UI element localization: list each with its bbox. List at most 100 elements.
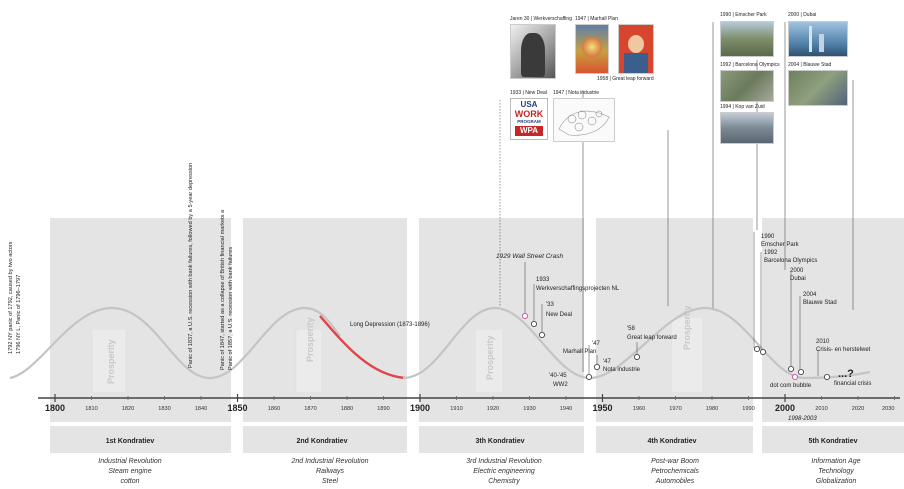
axis-minor-label: 1980: [706, 406, 718, 412]
marker-2004: [798, 368, 805, 375]
kondratiev-descriptions: Industrial Revolution Steam engine cotto…: [98, 458, 860, 485]
wpa-poster: USA WORK PROGRAM WPA: [510, 98, 548, 140]
marker-1929: [522, 312, 529, 319]
k5-line1: Information Age: [811, 458, 860, 465]
kondratiev-bands: [50, 218, 904, 453]
barcelona-photo: [720, 70, 774, 102]
marker-1990: [754, 345, 761, 352]
axis-major-label: 2000: [775, 403, 795, 413]
e47a: '47: [592, 341, 600, 347]
prosperity-label-2: Prosperity: [305, 317, 315, 362]
k3-line3: Chemistry: [488, 478, 520, 485]
k3-line2: Electric engineering: [473, 468, 535, 475]
axis-minor-label: 1990: [742, 406, 754, 412]
k1-line1: Industrial Revolution: [98, 458, 162, 465]
caption-great-leap: 1958 | Great leap forward: [597, 76, 654, 82]
kop-van-zuid-photo: [720, 112, 774, 144]
axis-minor-label: 2030: [882, 406, 894, 412]
caption-kop-van-zuid: 1994 | Kop van Zuid: [720, 104, 765, 110]
caption-marshall-plan: 1947 | Marhall Plan: [575, 16, 618, 22]
werkverschaffing-photo: [510, 24, 556, 79]
e2000b: Dubai: [790, 276, 806, 282]
vertical-notes: 1792 NY panic of 1792, caused by two act…: [8, 163, 234, 370]
crash-label: 1929 Wall Street Crash: [496, 253, 563, 260]
band-2: [243, 218, 407, 453]
poster-work: WORK: [514, 109, 544, 119]
e58b: Great leap forward: [627, 335, 677, 341]
band-5: [762, 218, 904, 453]
axis-minor-label: 2020: [852, 406, 864, 412]
caption-nota-industrie: 1947 | Nota industrie: [553, 90, 600, 96]
axis-major-label: 1950: [592, 403, 612, 413]
e1992a: 1992: [764, 250, 778, 256]
long-depression-curve: [319, 315, 406, 380]
e47b: Marhall Plan: [563, 349, 596, 355]
axis-minor-label: 1860: [268, 406, 280, 412]
marshall-plan-poster: [575, 24, 609, 74]
e58a: '58: [627, 326, 635, 332]
prosperity-label-1: Prosperity: [106, 339, 116, 384]
blauwe-stad-photo: [788, 70, 848, 106]
kondratiev-name-2: 2nd Kondratiev: [297, 438, 348, 445]
event-markers: [522, 312, 831, 380]
e1990a: 1990: [761, 234, 775, 240]
k2-line3: Steel: [322, 478, 338, 485]
caption-barcelona: 1992 | Barcelona Olympics: [720, 62, 780, 68]
axis-major-label: 1900: [410, 403, 430, 413]
kondratiev-wave: [9, 306, 341, 380]
poster-usa: USA: [520, 100, 538, 109]
dubai-photo: [788, 21, 848, 57]
k2-line2: Railways: [316, 468, 345, 475]
e2000a: 2000: [790, 268, 804, 274]
axis-minor-label: 1920: [487, 406, 499, 412]
e1933b: Werkverschaffingsprojecten NL: [536, 286, 620, 292]
kondratiev-name-3: 3th Kondratiev: [475, 438, 524, 445]
emscher-park-photo: [720, 21, 774, 57]
axis-minor-label: 1930: [523, 406, 535, 412]
kondratiev-name-5: 5th Kondratiev: [808, 438, 857, 445]
e33b: New Deal: [546, 312, 572, 318]
caption-werkverschaffing: Jaren 30 | Werkverschaffing: [510, 16, 572, 22]
marker-2010: [824, 373, 831, 380]
e4045a: '40-'45: [549, 373, 567, 379]
kondratiev-name-1: 1st Kondratiev: [106, 438, 155, 445]
axis-minor-label: 1880: [341, 406, 353, 412]
prosperity-labels: Prosperity Prosperity Prosperity Prosper…: [106, 305, 692, 384]
poster-wpa: WPA: [515, 126, 543, 136]
future-label: ...?: [838, 368, 854, 380]
financial-label: financial crisis: [834, 381, 871, 387]
e4045b: WW2: [553, 382, 568, 388]
band-header-gaps: [50, 422, 904, 426]
e47c: '47: [603, 359, 611, 365]
band-1: [50, 218, 231, 453]
e2010b: Crisis- en herstelwet: [816, 347, 871, 353]
k1-line2: Steam engine: [108, 468, 151, 475]
marker-1958: [634, 353, 641, 360]
marker-1945: [586, 373, 593, 380]
axis-minor-label: 1970: [669, 406, 681, 412]
e33a: '33: [546, 302, 554, 308]
k2-line1: 2nd Industrial Revolution: [290, 458, 368, 465]
e47d: Nota industrie: [603, 367, 641, 373]
axis-minor-label: 1870: [304, 406, 316, 412]
k4-line1: Post-war Boom: [651, 458, 699, 465]
dotcom-label: dot com bubble: [770, 383, 812, 389]
axis-minor-label: 1830: [158, 406, 170, 412]
k5-line2: Technology: [818, 468, 854, 475]
kondratiev-names: 1st Kondratiev 2nd Kondratiev 3th Kondra…: [106, 438, 858, 445]
note-1792: 1792 NY panic of 1792, caused by two act…: [8, 241, 14, 354]
k5-line3: Globalization: [816, 478, 857, 485]
prosperity-label-4: Prosperity: [682, 305, 692, 350]
e2004b: Blauwe Stad: [803, 300, 837, 306]
long-depression-label: Long Depression (1873-1896): [350, 322, 430, 328]
caption-blauwe-stad: 2004 | Blauwe Stad: [788, 62, 832, 68]
marker-1933: [531, 320, 538, 327]
note-1796: 1796 NY L, Panic of 1796–1797: [16, 275, 22, 354]
axis-minor-label: 1940: [560, 406, 572, 412]
caption-dubai: 2000 | Dubai: [788, 12, 817, 18]
axis-major-label: 1850: [227, 403, 247, 413]
kondratiev-wave-2: [402, 306, 871, 380]
marker-1992: [760, 348, 767, 355]
